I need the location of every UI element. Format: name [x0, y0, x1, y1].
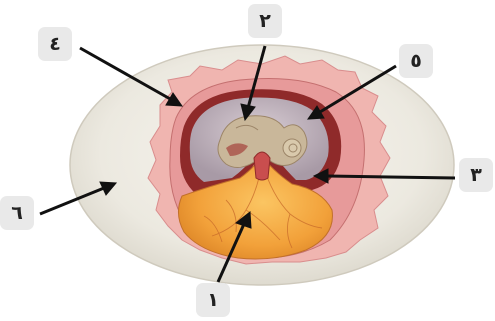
- label-6-shell: ٦: [0, 196, 34, 230]
- label-2-embryo: ٢: [248, 4, 282, 38]
- arrow-3: [328, 176, 455, 178]
- label-5-amnion: ٥: [399, 44, 433, 78]
- label-3-allantois: ٣: [459, 158, 493, 192]
- label-4-chorion: ٤: [38, 27, 72, 61]
- yolk-stalk: [254, 152, 270, 180]
- label-1-yolk: ١: [196, 283, 230, 317]
